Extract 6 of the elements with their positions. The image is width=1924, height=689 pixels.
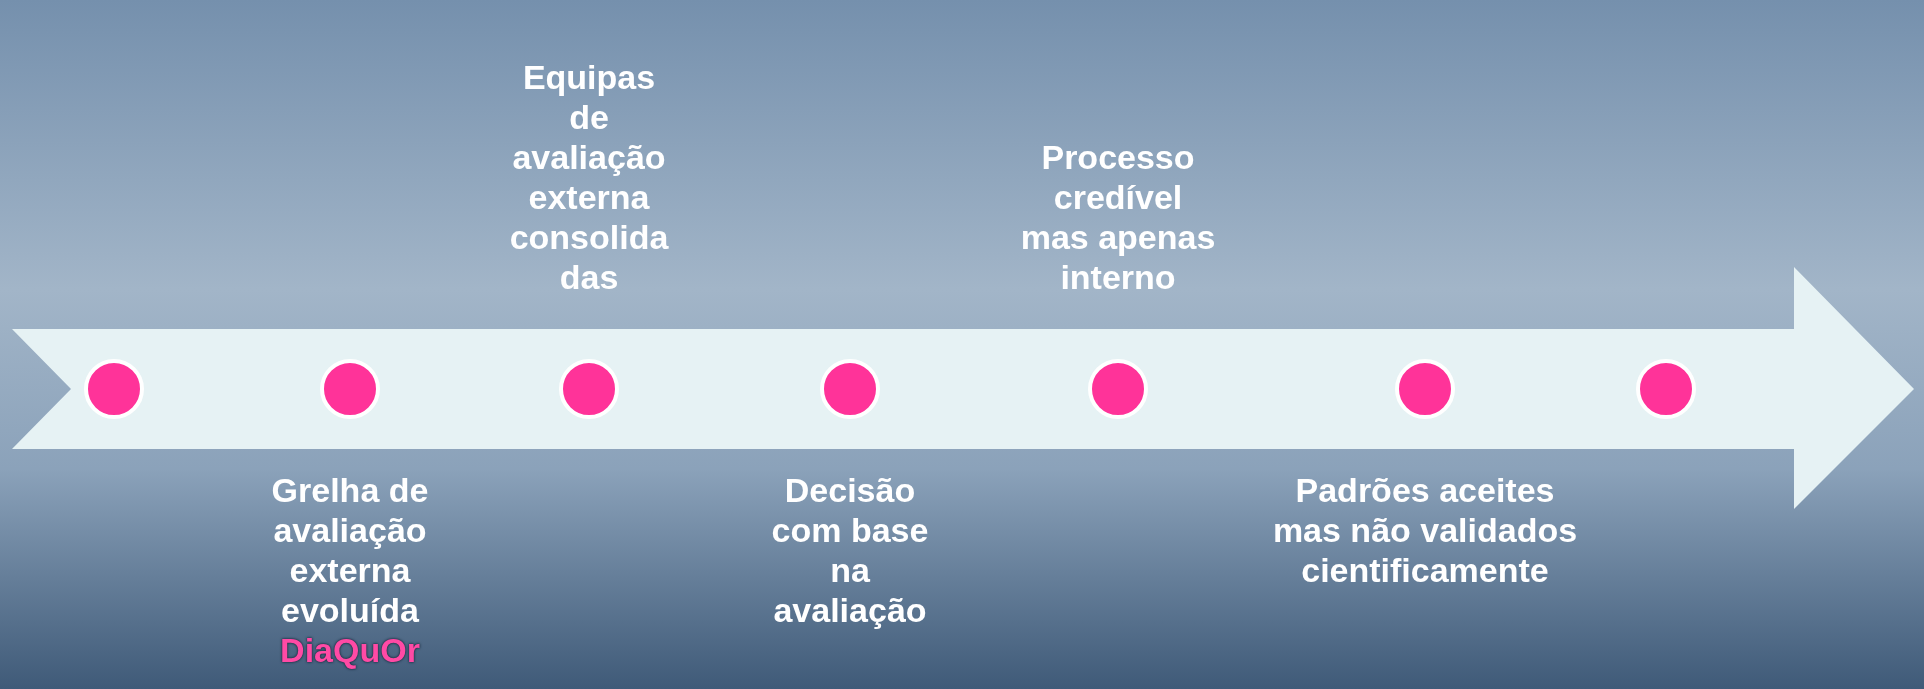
milestone-label: Decisão com base na avaliação [770, 470, 930, 630]
milestone-label: Grelha de avaliação externa evoluída [270, 470, 430, 630]
highlight-label: DiaQuOr [279, 630, 421, 670]
milestone-label: Equipas de avaliação externa consolidadas [508, 57, 670, 297]
milestone-label: Processo credível mas apenas interno [1020, 137, 1216, 297]
milestone-label: Padrões aceites mas não validados cientificamente [1271, 470, 1579, 590]
